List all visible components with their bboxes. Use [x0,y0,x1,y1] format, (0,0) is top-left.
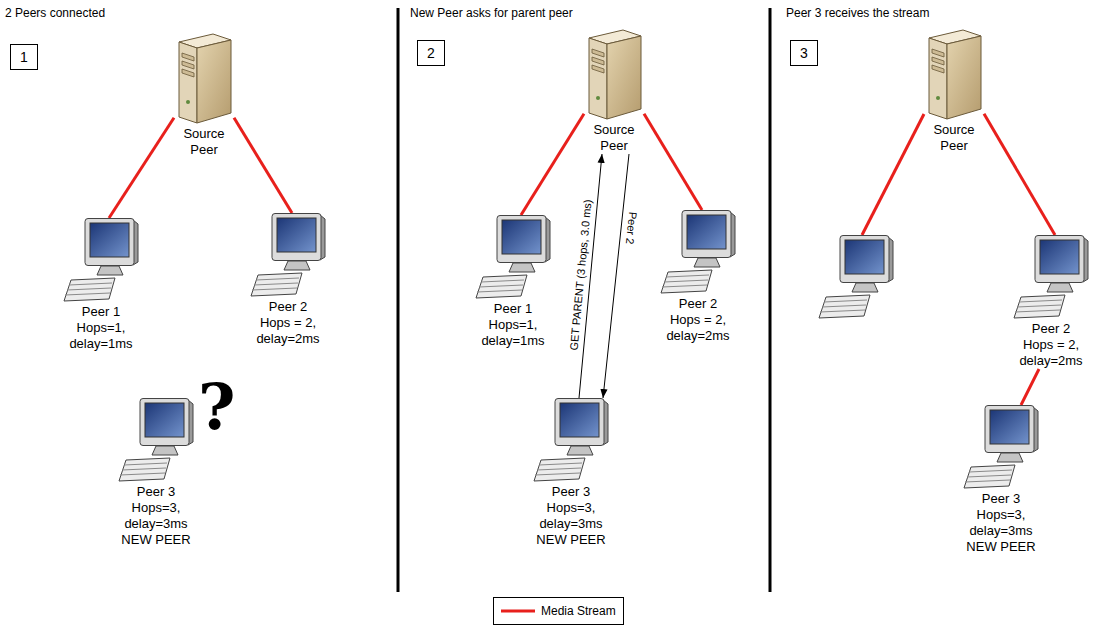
node-stats: Hops = 2, delay=2ms [658,312,738,344]
server-symbol [929,30,981,119]
computer-symbol [534,399,608,482]
media-stream-line [1021,369,1039,405]
computer-symbol [1014,236,1088,319]
computer-symbol [476,216,550,299]
node-stats: Hops = 2, delay=2ms [248,315,328,347]
edge-label: GET PARENT (3 hops, 3.0 ms) [567,197,595,353]
peer-computer: Peer 2Hops = 2, delay=2ms [1011,235,1091,369]
computer-icon [250,213,326,297]
computer-icon [475,215,551,299]
computer-symbol [119,399,193,482]
node-stats: NEW PEER [116,532,196,548]
legend-box: Media Stream [493,597,624,625]
node-name: Peer 1 [473,301,553,317]
server-icon [585,28,643,120]
peer-computer: Peer 3Hops=3, delay=3msNEW PEER [961,405,1041,555]
computer-symbol [64,219,138,302]
panel-divider [397,8,400,592]
node-stats: Hops=3, delay=3ms [531,500,611,532]
peer-computer: Peer 2Hops = 2, delay=2ms [248,213,328,347]
panel-heading: Peer 3 receives the stream [786,6,929,21]
node-name: Peer 2 [248,299,328,315]
node-stats: Hops = 2, delay=2ms [1011,337,1091,369]
media-stream-line [984,114,1055,235]
edge-label: Peer 2 [623,209,640,247]
node-stats: Hops=3, delay=3ms [116,500,196,532]
computer-symbol [661,211,735,294]
panel-number: 2 [417,40,445,66]
source-peer: Source Peer [584,28,644,154]
node-stats: Hops=1, delay=1ms [61,320,141,352]
panel-heading: New Peer asks for parent peer [410,6,573,21]
node-name: Peer 2 [658,296,738,312]
peer-computer: Peer 3Hops=3, delay=3msNEW PEER [116,398,196,548]
node-name: Peer 1 [61,304,141,320]
node-stats: NEW PEER [531,532,611,548]
source-peer: Source Peer [924,28,984,154]
question-mark: ? [198,372,236,442]
source-peer: Source Peer [174,32,234,158]
computer-icon [533,398,609,482]
message-arrow [603,154,629,398]
node-name: Peer 3 [116,484,196,500]
server-icon [925,28,983,120]
node-name: Peer 2 [1011,321,1091,337]
node-name: Peer 3 [961,491,1041,507]
node-name: Peer 3 [531,484,611,500]
panel-divider [769,8,772,592]
node-name: Source Peer [174,126,234,158]
computer-symbol [964,406,1038,489]
computer-icon [660,210,736,294]
computer-symbol [251,214,325,297]
peer-computer: Peer 1Hops=1, delay=1ms [473,215,553,349]
media-stream-line [234,118,292,213]
media-stream-line [862,114,924,235]
media-stream-line [109,118,174,218]
server-symbol [589,30,641,119]
peer-computer: Peer 3Hops=3, delay=3msNEW PEER [531,398,611,548]
legend-text: Media Stream [541,603,616,619]
panel-heading: 2 Peers connected [5,6,105,21]
media-stream-line [644,114,702,210]
node-stats: Hops=1, delay=1ms [473,317,553,349]
node-name: Source Peer [584,122,644,154]
panel-number: 3 [790,40,818,66]
peer-computer: Peer 2Hops = 2, delay=2ms [658,210,738,344]
peer-computer: Peer 1Hops=1, delay=1ms [61,218,141,352]
computer-icon [63,218,139,302]
legend-sample [501,606,535,616]
peer-computer-icon [819,236,893,319]
node-stats: NEW PEER [961,539,1041,555]
computer-icon [118,398,194,482]
computer-icon [963,405,1039,489]
node-stats: Hops=3, delay=3ms [961,507,1041,539]
panel-number: 1 [10,44,38,70]
media-stream-line [521,114,584,215]
server-icon [175,32,233,124]
computer-icon [1013,235,1089,319]
server-symbol [179,34,231,123]
node-name: Source Peer [924,122,984,154]
legend-line [501,610,535,613]
